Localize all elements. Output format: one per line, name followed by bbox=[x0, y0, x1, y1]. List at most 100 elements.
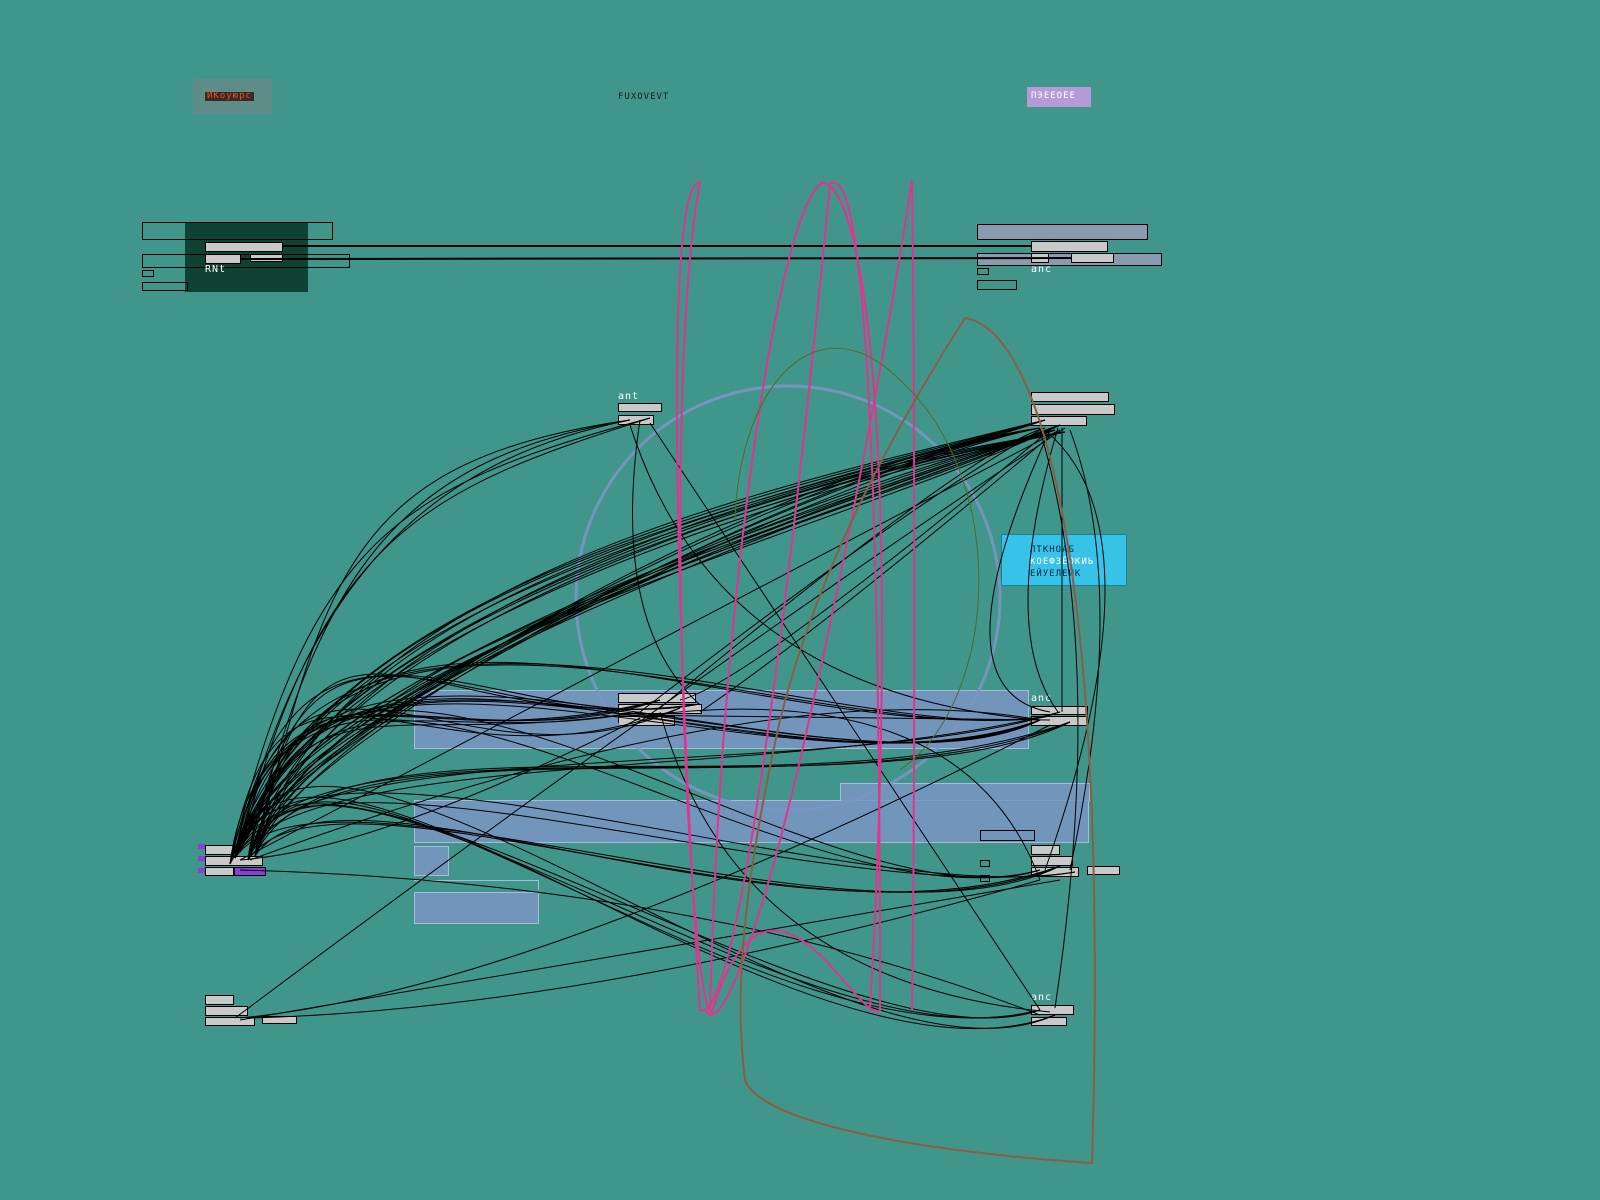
node-center-a[interactable] bbox=[618, 403, 662, 412]
patch-wire bbox=[239, 869, 1041, 1016]
outline-low-right-1 bbox=[980, 830, 1035, 841]
patch-wire bbox=[1069, 429, 1101, 871]
patch-wire bbox=[254, 429, 1056, 857]
blue-panel-4 bbox=[414, 892, 539, 924]
wire-bundle bbox=[229, 417, 1106, 1029]
patch-wire bbox=[254, 801, 1041, 1019]
patch-wire bbox=[247, 424, 1061, 861]
patch-wire bbox=[619, 714, 1051, 721]
patch-wire bbox=[229, 424, 1061, 865]
patch-wire bbox=[247, 429, 1056, 861]
patch-wire bbox=[254, 431, 1066, 857]
patch-wire bbox=[254, 721, 1071, 857]
pink-curve-4 bbox=[819, 180, 883, 1011]
patch-wire bbox=[247, 805, 1041, 1019]
patch-wire bbox=[247, 431, 1066, 861]
patch-wire bbox=[229, 429, 1056, 865]
node-left-hub-port-3 bbox=[198, 868, 205, 873]
node-left-hub-accent[interactable] bbox=[234, 867, 266, 876]
patch-wire bbox=[247, 419, 631, 861]
patch-wire bbox=[247, 419, 1046, 861]
node-low-right-a[interactable] bbox=[1031, 845, 1060, 855]
patch-wire bbox=[239, 427, 1041, 853]
outline-panel-small-2 bbox=[142, 282, 188, 291]
patch-wire bbox=[229, 802, 1076, 878]
patch-wire bbox=[659, 711, 1051, 1013]
node-left-hub-port-1 bbox=[198, 844, 205, 849]
patch-wire bbox=[254, 673, 701, 857]
patch-wire bbox=[254, 819, 1061, 893]
patch-wire bbox=[229, 707, 681, 865]
node-label-top-left: RNt bbox=[205, 264, 227, 275]
outline-low-right-3 bbox=[980, 875, 990, 882]
patch-wire bbox=[239, 431, 1066, 853]
patch-wire bbox=[254, 427, 1041, 857]
comment-line-3: ЕЙУЕЛЕЙК bbox=[1030, 569, 1082, 579]
grey-bar-top-right bbox=[977, 224, 1148, 240]
outline-right-small-1 bbox=[977, 268, 989, 275]
outline-panel-small-1 bbox=[142, 270, 154, 277]
patch-wire bbox=[229, 703, 1041, 865]
node-hub-right-b[interactable] bbox=[1031, 404, 1115, 415]
wire-top-2 bbox=[240, 257, 1072, 260]
patch-wire bbox=[989, 429, 1051, 713]
blue-panel-3 bbox=[414, 846, 449, 876]
outline-right-small-2 bbox=[977, 280, 1017, 290]
node-bottom-left-a[interactable] bbox=[205, 995, 234, 1005]
patch-wire bbox=[247, 823, 1061, 893]
node-top-left-b[interactable] bbox=[205, 254, 241, 264]
outline-panel-row-left bbox=[142, 254, 350, 268]
patch-wire bbox=[629, 424, 1041, 721]
patch-wire bbox=[229, 796, 1056, 1029]
patch-wire bbox=[239, 879, 1061, 1021]
node-label-right-mid: anc bbox=[1031, 693, 1053, 704]
node-bottom-left-b[interactable] bbox=[205, 1006, 248, 1016]
patch-wire bbox=[247, 699, 661, 861]
patch-wire bbox=[649, 708, 1041, 881]
node-label-center: ant bbox=[618, 391, 640, 402]
patch-wire bbox=[1027, 427, 1059, 713]
patch-wire bbox=[679, 429, 1051, 701]
header-tag-left[interactable]: ЙКоуюрс bbox=[193, 79, 272, 114]
pink-curve-5 bbox=[709, 181, 826, 1011]
node-left-hub-port-2 bbox=[198, 856, 205, 861]
patch-wire bbox=[239, 417, 651, 853]
patch-wire bbox=[649, 422, 1041, 1011]
header-tag-left-text: ЙКоуюрс bbox=[205, 91, 254, 101]
patch-wire bbox=[229, 711, 641, 865]
node-center-b[interactable] bbox=[618, 415, 654, 425]
brown-curve bbox=[739, 317, 1096, 1165]
patch-wire bbox=[249, 879, 1041, 1019]
patch-wire bbox=[229, 711, 1061, 865]
patch-wire bbox=[239, 429, 1061, 861]
patch-wire bbox=[699, 431, 1056, 713]
node-top-right-c[interactable] bbox=[1071, 253, 1114, 263]
patch-wire bbox=[249, 709, 1041, 861]
pink-curve-3 bbox=[911, 181, 916, 1011]
patch-wire bbox=[229, 417, 651, 865]
outline-panel-top-left bbox=[142, 222, 333, 240]
header-tag-right-text: ПЭЕЕОЕЕ bbox=[1031, 91, 1076, 101]
node-mid-center-a[interactable] bbox=[618, 693, 696, 703]
header-tag-right[interactable]: ПЭЕЕОЕЕ bbox=[1027, 87, 1091, 107]
patch-wire bbox=[234, 419, 1046, 859]
patch-wire bbox=[659, 427, 1046, 709]
patch-wire bbox=[254, 419, 1046, 857]
comment-line-1: ЛТКНОАБ bbox=[1030, 545, 1075, 555]
patch-wire bbox=[239, 717, 641, 861]
node-left-hub-c[interactable] bbox=[205, 867, 234, 876]
patch-wire bbox=[239, 709, 1041, 878]
node-top-right-a[interactable] bbox=[1031, 241, 1108, 252]
node-low-right-aux[interactable] bbox=[1087, 866, 1120, 875]
pink-curve-1 bbox=[675, 180, 882, 1014]
node-top-left-a[interactable] bbox=[205, 242, 283, 252]
node-mid-right-a[interactable] bbox=[1031, 706, 1088, 715]
patch-wire bbox=[239, 424, 1061, 853]
patch-wire bbox=[1044, 429, 1106, 871]
patch-wire bbox=[254, 419, 631, 857]
patch-wire bbox=[229, 419, 1046, 865]
node-bottom-left-c[interactable] bbox=[205, 1017, 255, 1026]
patch-wire bbox=[234, 427, 1066, 1019]
